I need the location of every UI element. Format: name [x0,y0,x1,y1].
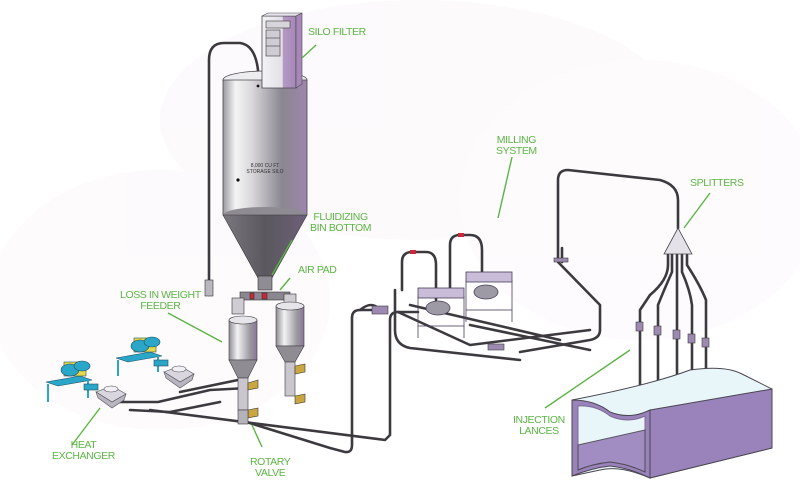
silo-filter [261,12,303,89]
silo-text-line1: 8,000 CU FT [250,163,280,169]
label-rotary-valve: ROTARY VALVE [250,456,291,479]
heat-exchangers [95,365,195,409]
label-heat-exchanger: HEAT EXCHANGER [52,440,115,462]
label-air-pad-text: AIR PAD [298,264,337,276]
vent-fitting [204,279,214,297]
label-loss-line1: LOSS IN WEIGHT [120,289,201,301]
label-loss-line2: FEEDER [140,300,181,312]
label-fluidizing-line1: FLUIDIZING [313,211,368,223]
milling-units [410,233,513,338]
label-silo-filter: SILO FILTER [308,27,366,38]
label-injection-line2: LANCES [519,425,559,437]
label-splitters: SPLITTERS [690,178,744,189]
silo-text-line2: STORAGE SILO [246,169,284,175]
label-air-pad: AIR PAD [298,264,337,276]
blower-packages [45,336,169,402]
label-silo-filter-text: SILO FILTER [308,26,366,38]
injection-duct [571,367,773,479]
label-heat-line1: HEAT [70,439,97,451]
pipe-clamps [371,257,710,351]
label-milling-line1: MILLING [496,134,537,146]
label-milling-line2: SYSTEM [496,145,537,157]
silo-capacity-text: 8,000 CU FT STORAGE SILO [240,163,290,175]
leader-lines [71,44,711,448]
loss-in-weight-feeders [228,301,306,425]
label-injection-lances: INJECTION LANCES [513,415,565,437]
label-rotary-line2: VALVE [255,467,286,479]
label-heat-line2: EXCHANGER [52,450,115,462]
label-injection-line1: INJECTION [513,414,565,426]
splitter [663,227,693,255]
label-fluidizing-line2: BIN BOTTOM [310,222,372,234]
label-rotary-line1: ROTARY [250,456,291,468]
label-loss-in-weight-feeder: LOSS IN WEIGHT FEEDER [120,290,201,312]
label-milling-system: MILLING SYSTEM [496,135,537,157]
background-shapes [0,0,800,430]
label-fluidizing-bin-bottom: FLUIDIZING BIN BOTTOM [310,211,372,234]
label-splitters-text: SPLITTERS [690,177,744,189]
